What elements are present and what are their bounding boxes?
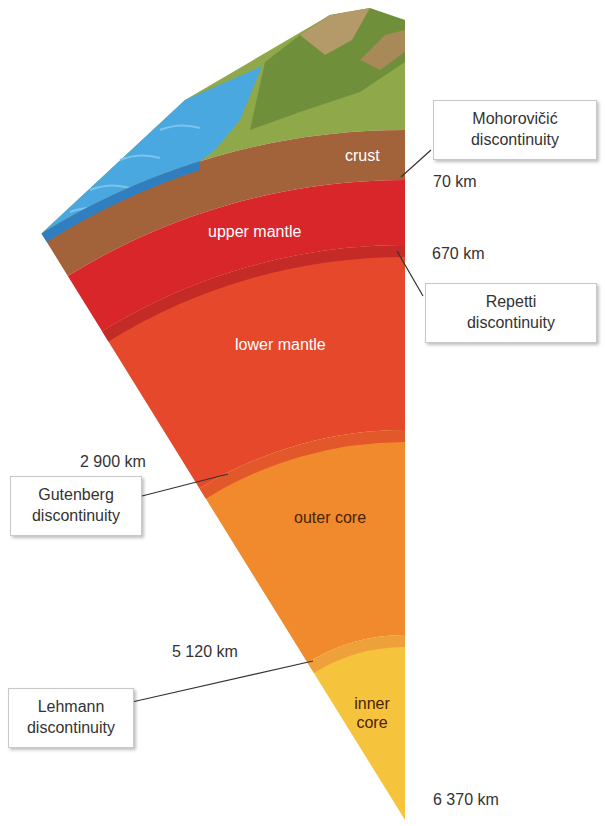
callout-text: Repetti discontinuity [455, 292, 567, 334]
mountain-peak [360, 30, 405, 70]
callout-box: Repetti discontinuity [425, 283, 597, 343]
depth-label: 2 900 km [80, 452, 146, 471]
hills [250, 8, 405, 130]
layer-name: lower mantle [235, 335, 326, 354]
layer-name: upper mantle [208, 222, 301, 241]
callout-text: Mohorovičić discontinuity [459, 109, 571, 151]
leader-line [401, 150, 431, 177]
layer-step [200, 430, 406, 499]
layer-name: outer core [294, 508, 366, 527]
depth-label: 670 km [432, 244, 484, 263]
leader-line [142, 474, 228, 496]
callout-box: Gutenberg discontinuity [10, 476, 142, 536]
depth-label: 6 370 km [433, 790, 499, 809]
outer-core-layer [200, 430, 406, 663]
layer-name: inner core [344, 694, 400, 732]
leader-line [397, 251, 423, 296]
callout-box: Lehmann discontinuity [8, 688, 134, 748]
callout-box: Mohorovičić discontinuity [433, 100, 597, 160]
depth-label: 5 120 km [172, 642, 238, 661]
leader-line [132, 661, 313, 702]
mountain-peak [300, 8, 370, 55]
layer-step [308, 635, 406, 673]
layer-name: crust [345, 146, 380, 165]
layer-step [102, 245, 405, 341]
depth-label: 70 km [433, 172, 477, 191]
callout-text: Lehmann discontinuity [18, 697, 124, 739]
callout-text: Gutenberg discontinuity [20, 485, 132, 527]
inner-core-layer [308, 635, 406, 820]
